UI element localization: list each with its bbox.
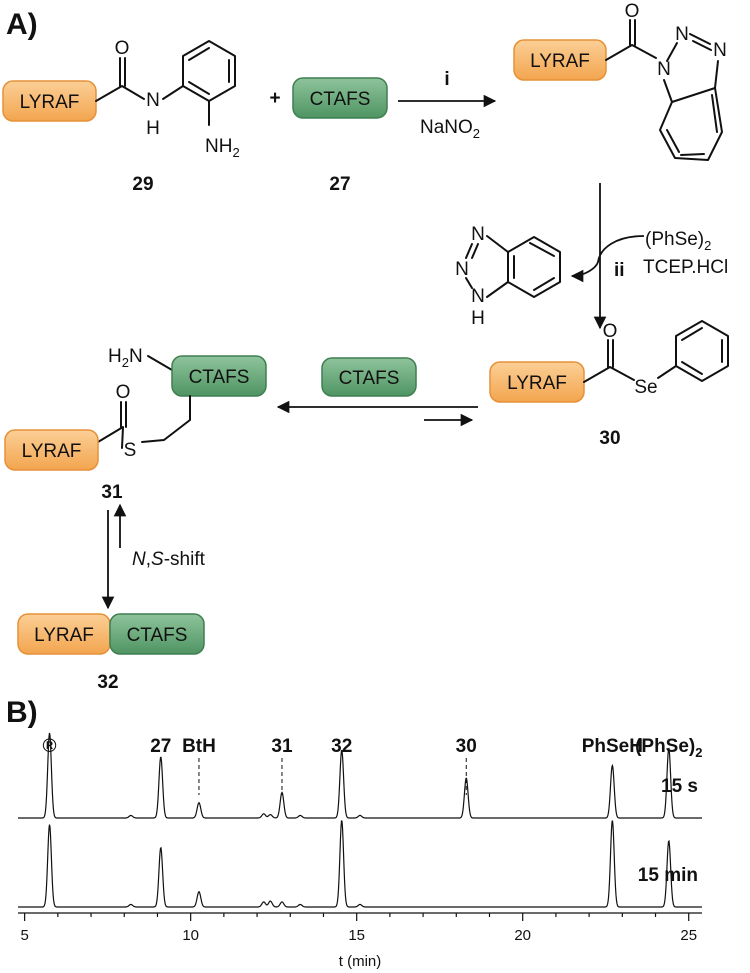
compound-32-label: 32: [97, 672, 118, 693]
ctafs-box-31: [171, 355, 267, 397]
x-tick-label: 20: [514, 927, 531, 944]
step-ii-label: ii: [614, 260, 625, 281]
reagent-phse2: (PhSe)2: [645, 229, 711, 253]
lyraf-label-32: LYRAF: [34, 625, 94, 646]
ctafs-box-reagent: [321, 357, 417, 397]
compound-30-label: 30: [599, 428, 620, 449]
atom-S-31: S: [124, 440, 137, 461]
peak-label: BtH: [182, 736, 216, 757]
ctafs-box-32: [109, 613, 205, 655]
atom-NH2-29: NH2: [205, 136, 240, 160]
panel-b-label: B): [6, 696, 38, 729]
trace-line: [18, 732, 702, 819]
atom-N-bt3: N: [471, 286, 485, 307]
atom-N-29: N: [146, 90, 160, 111]
atom-O-acyl: O: [625, 1, 640, 22]
x-tick-label: 10: [182, 927, 199, 944]
x-tick-label: 25: [680, 927, 697, 944]
compound-32: LYRAF CTAFS 32: [17, 613, 205, 693]
atom-O-29: O: [115, 38, 130, 59]
ns-shift-label: N,S-shift: [132, 549, 206, 570]
benzotriazole: N N N H: [455, 224, 561, 329]
atom-O-30: O: [603, 321, 618, 342]
atom-N-bt1: N: [471, 224, 485, 245]
lyraf-label-30: LYRAF: [507, 373, 567, 394]
compound-27: CTAFS 27: [292, 77, 388, 195]
ctafs-label-31: CTAFS: [189, 367, 250, 388]
peak-label: PhSeH: [582, 736, 643, 757]
chromatogram-traces: 15 s 15 min: [18, 732, 702, 908]
atom-N1-acyl: N: [657, 59, 671, 80]
peak-labels: ® 27 BtH 31 32 30 PhSeH(PhSe)2: [43, 736, 703, 795]
lyraf-box-31: [4, 429, 99, 471]
atom-Se-30: Se: [634, 377, 657, 398]
reagent-nano2: NaNO2: [420, 117, 480, 141]
series-label: 15 min: [638, 865, 698, 886]
atom-N3-acyl: N: [713, 40, 727, 61]
compound-27-label: 27: [329, 174, 350, 195]
x-tick-label: 15: [348, 927, 365, 944]
peak-label: 31: [271, 736, 293, 757]
arrow-side-benzotriazole: [570, 235, 645, 283]
peak-label: 30: [456, 736, 477, 757]
atom-H-bt: H: [471, 308, 485, 329]
series-label: 15 s: [661, 776, 698, 797]
lyraf-label-31: LYRAF: [22, 441, 82, 462]
atom-N2-acyl: N: [675, 24, 689, 45]
ctafs-box-27: [292, 77, 388, 119]
atom-H-29: H: [146, 118, 160, 139]
peak-label: ®: [43, 736, 57, 757]
atom-H2N-31: H2N: [108, 346, 143, 370]
atom-N-bt2: N: [455, 259, 469, 280]
ctafs-label-27: CTAFS: [310, 89, 371, 110]
trace-line: [18, 820, 702, 908]
compound-30: LYRAF O Se 30: [489, 320, 729, 449]
plus-sign: +: [269, 88, 280, 109]
panel-a-label: A): [6, 8, 38, 41]
peak-label: 32: [331, 736, 352, 757]
acyl-benzotriazole: LYRAF O N N N: [513, 1, 727, 161]
atom-O-31: O: [116, 382, 131, 403]
reagent-tcep: TCEP.HCl: [643, 257, 728, 278]
compound-31-label: 31: [101, 482, 123, 503]
ctafs-label-32: CTAFS: [127, 625, 188, 646]
ctafs-label-reagent: CTAFS: [339, 368, 400, 389]
compound-29-label: 29: [132, 174, 153, 195]
lyraf-label-29: LYRAF: [20, 92, 80, 113]
peak-label: (PhSe)2: [635, 736, 702, 760]
x-axis-title: t (min): [339, 953, 382, 970]
compound-29: LYRAF O N H NH2 29: [2, 38, 240, 195]
lyraf-label-acyl: LYRAF: [530, 51, 590, 72]
peak-label: 27: [150, 736, 171, 757]
compound-31: H2N CTAFS S O LYRAF 31: [4, 346, 267, 503]
x-tick-label: 5: [20, 927, 28, 944]
x-axis: 5 10 15 20 25: [18, 912, 702, 944]
step-i-label: i: [444, 69, 449, 90]
